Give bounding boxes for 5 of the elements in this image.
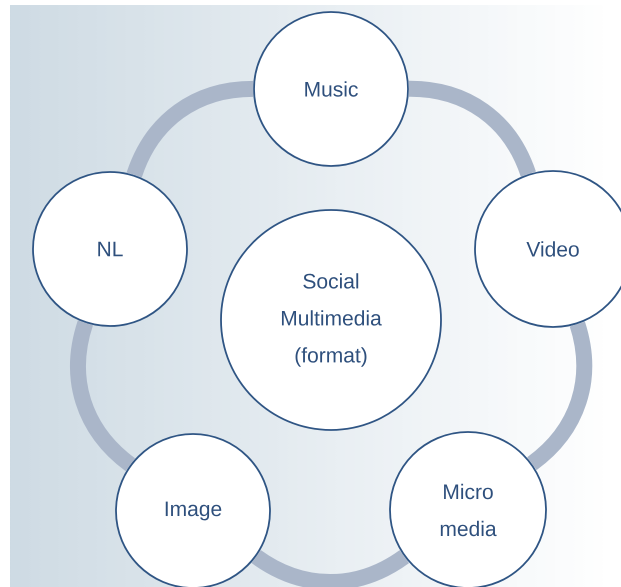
ring-arc [126,80,254,178]
ring-arc [70,320,136,471]
ring-arc [408,80,536,177]
ring-arc [526,322,592,470]
ring-arc [252,550,409,587]
